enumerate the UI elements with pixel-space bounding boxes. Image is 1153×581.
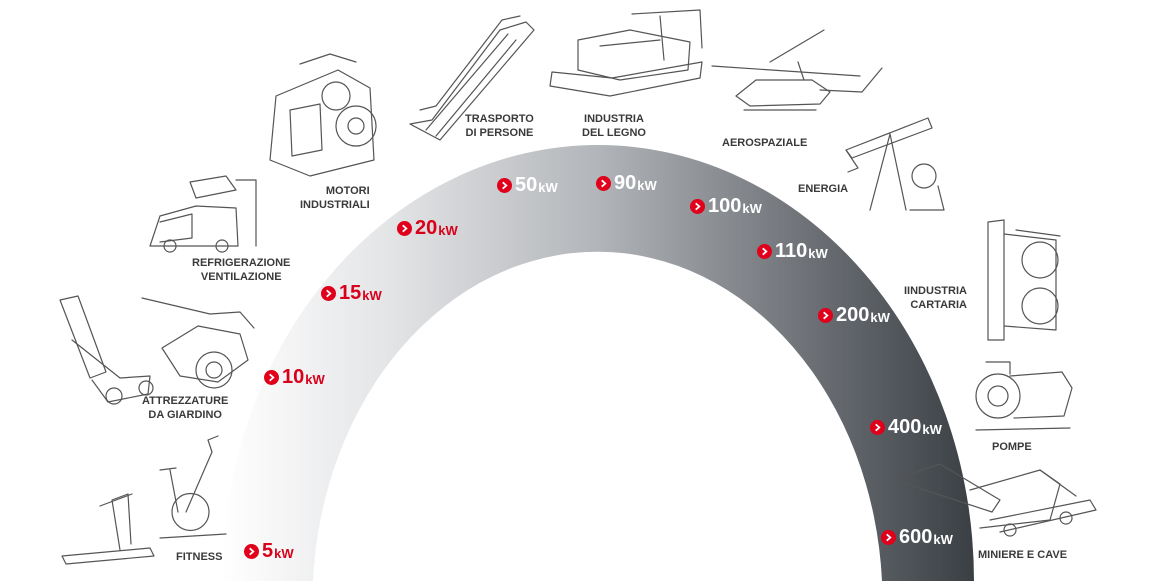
sector-label-energia: ENERGIA bbox=[798, 182, 848, 196]
sector-label-pompe: POMPE bbox=[992, 440, 1032, 454]
chevron-right-icon bbox=[818, 308, 833, 323]
sector-label-line: IINDUSTRIA bbox=[904, 285, 967, 297]
power-unit: kW bbox=[742, 201, 762, 216]
power-unit: kW bbox=[305, 372, 325, 387]
paper-machine-icon bbox=[987, 219, 1061, 341]
sector-label-giardino: ATTREZZATURE DA GIARDINO bbox=[142, 394, 228, 422]
chevron-right-icon bbox=[870, 420, 885, 435]
sector-label-line: INDUSTRIA bbox=[584, 113, 644, 125]
power-unit: kW bbox=[870, 310, 890, 325]
chevron-right-icon bbox=[690, 199, 705, 214]
power-value: 200 bbox=[836, 304, 870, 326]
sector-label-motori: MOTORI INDUSTRIALI bbox=[300, 184, 370, 212]
chevron-right-icon bbox=[497, 178, 512, 193]
chevron-right-icon bbox=[397, 221, 412, 236]
sector-label-line: FITNESS bbox=[176, 551, 223, 563]
sector-label-line: VENTILAZIONE bbox=[200, 271, 282, 283]
sector-label-fitness: FITNESS bbox=[176, 550, 222, 564]
chevron-right-icon bbox=[881, 530, 896, 545]
power-arc bbox=[222, 145, 974, 581]
power-value: 5 bbox=[262, 540, 274, 562]
power-unit: kW bbox=[438, 223, 458, 238]
sector-label-line: DA GIARDINO bbox=[148, 409, 222, 421]
power-unit: kW bbox=[274, 546, 294, 561]
chevron-right-icon bbox=[244, 544, 259, 559]
sector-label-aerospaziale: AEROSPAZIALE bbox=[722, 136, 807, 150]
oil-pumpjack-icon bbox=[845, 117, 945, 211]
chevron-right-icon bbox=[321, 286, 336, 301]
power-value: 400 bbox=[888, 416, 922, 438]
sector-label-line: ENERGIA bbox=[798, 183, 849, 195]
sector-label-line: REFRIGERAZIONE bbox=[192, 257, 291, 269]
chevron-right-icon bbox=[596, 176, 611, 191]
sector-label-trasporto: TRASPORTO DI PERSONE bbox=[465, 112, 534, 140]
treadmill-bike-icon bbox=[61, 435, 227, 565]
power-unit: kW bbox=[933, 532, 953, 547]
sector-label-line: CARTARIA bbox=[910, 299, 967, 311]
sector-label-line: POMPE bbox=[992, 441, 1032, 453]
power-value: 15 bbox=[339, 282, 362, 304]
power-value: 20 bbox=[415, 217, 438, 239]
power-value: 90 bbox=[614, 172, 637, 194]
sector-label-miniere: MINIERE E CAVE bbox=[978, 548, 1067, 562]
engine-icon bbox=[269, 53, 377, 177]
power-value: 10 bbox=[282, 366, 305, 388]
power-unit: kW bbox=[637, 178, 657, 193]
sector-label-line: MOTORI bbox=[325, 185, 370, 197]
sector-label-line: TRASPORTO bbox=[465, 113, 534, 125]
power-unit: kW bbox=[538, 180, 558, 195]
escalator-icon bbox=[409, 15, 535, 141]
sector-label-line: INDUSTRIALI bbox=[300, 199, 370, 211]
power-unit: kW bbox=[922, 422, 942, 437]
sector-label-line: ATTREZZATURE bbox=[142, 395, 229, 407]
sector-label-line: MINIERE E CAVE bbox=[978, 549, 1068, 561]
sector-label-line: DEL LEGNO bbox=[582, 127, 646, 139]
power-unit: kW bbox=[808, 246, 828, 261]
chevron-right-icon bbox=[757, 244, 772, 259]
chevron-right-icon bbox=[264, 370, 279, 385]
woodworking-machine-icon bbox=[549, 9, 703, 97]
sector-label-cartaria: IINDUSTRIA CARTARIA bbox=[904, 284, 967, 312]
sector-label-refrigerazione: REFRIGERAZIONE VENTILAZIONE bbox=[192, 256, 290, 284]
power-unit: kW bbox=[362, 288, 382, 303]
power-value: 100 bbox=[708, 195, 742, 217]
pump-icon bbox=[975, 361, 1073, 431]
power-value: 50 bbox=[515, 174, 538, 196]
mobile-crusher-icon bbox=[893, 463, 1097, 537]
lawnmower-tiller-icon bbox=[59, 295, 255, 405]
sector-label-legno: INDUSTRIA DEL LEGNO bbox=[582, 112, 646, 140]
helicopter-icon bbox=[711, 29, 883, 111]
refrigerated-truck-icon bbox=[149, 175, 257, 253]
power-value: 110 bbox=[775, 240, 808, 262]
sector-label-line: DI PERSONE bbox=[465, 127, 534, 139]
sector-label-line: AEROSPAZIALE bbox=[722, 137, 808, 149]
power-value: 600 bbox=[899, 526, 933, 548]
